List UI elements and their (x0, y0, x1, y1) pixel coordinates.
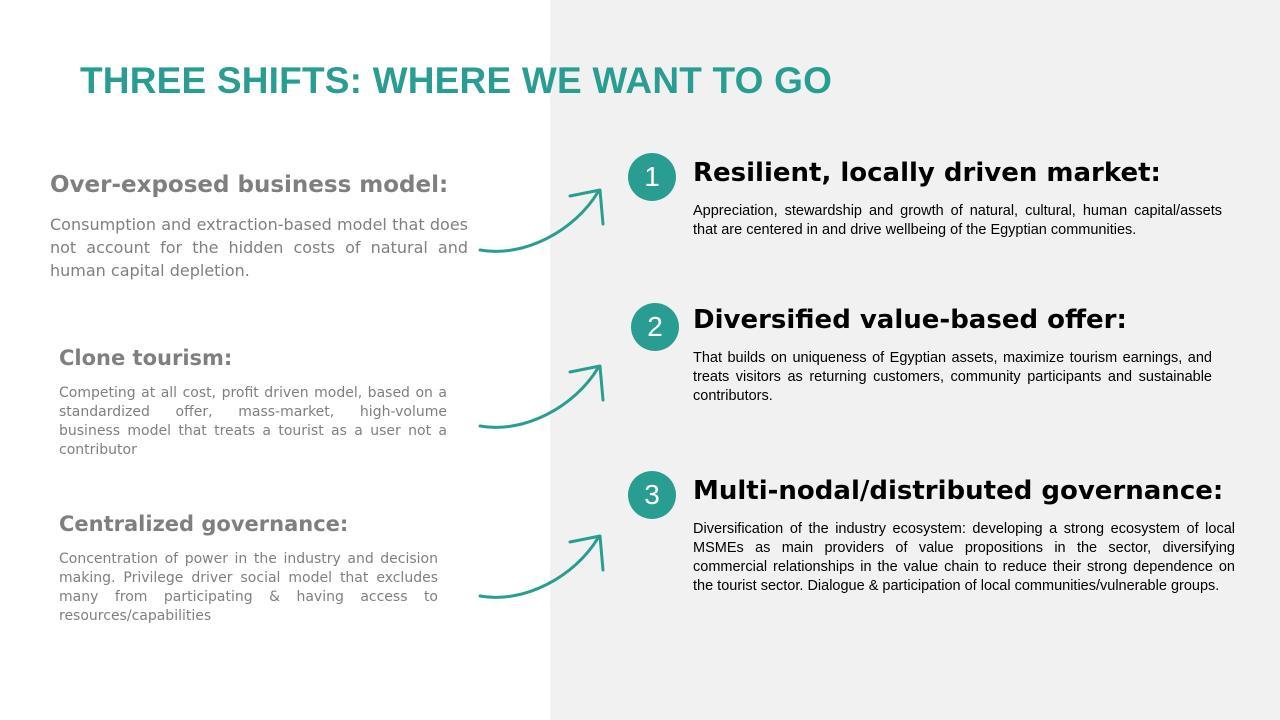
current-state-text: Competing at all cost, profit driven mod… (59, 385, 447, 458)
shift-heading: Diversified value-based offer: (693, 305, 1127, 335)
current-state-heading: Over-exposed business model: (50, 172, 449, 198)
current-state-text: Consumption and extraction-based model t… (50, 215, 468, 280)
shift-heading: Multi-nodal/distributed governance: (693, 476, 1224, 506)
current-state-item: Centralized governance: Concentration of… (59, 512, 438, 626)
slide-title: THREE SHIFTS: WHERE WE WANT TO GO (80, 60, 833, 101)
current-state-item: Clone tourism: Competing at all cost, pr… (59, 346, 447, 460)
curved-arrow-icon (478, 364, 605, 429)
step-number-badge: 2 (631, 303, 679, 351)
step-number-badge: 1 (628, 153, 676, 201)
shift-item: Multi-nodal/distributed governance: Dive… (693, 476, 1235, 596)
current-state-heading: Centralized governance: (59, 512, 349, 536)
step-number-badge: 3 (628, 471, 676, 519)
shift-text: Diversification of the industry ecosyste… (693, 521, 1235, 594)
shift-text: Appreciation, stewardship and growth of … (693, 203, 1222, 238)
right-panel-background (550, 0, 1280, 720)
current-state-item: Over-exposed business model: Consumption… (50, 172, 468, 282)
curved-arrow-icon (478, 534, 605, 599)
curved-arrow-icon (478, 188, 605, 253)
shift-heading: Resilient, locally driven market: (693, 158, 1161, 188)
shift-item: Diversified value-based offer: That buil… (693, 305, 1212, 406)
shift-text: That builds on uniqueness of Egyptian as… (693, 350, 1212, 404)
current-state-text: Concentration of power in the industry a… (59, 551, 438, 624)
shift-item: Resilient, locally driven market: Apprec… (693, 158, 1222, 240)
current-state-heading: Clone tourism: (59, 346, 233, 370)
